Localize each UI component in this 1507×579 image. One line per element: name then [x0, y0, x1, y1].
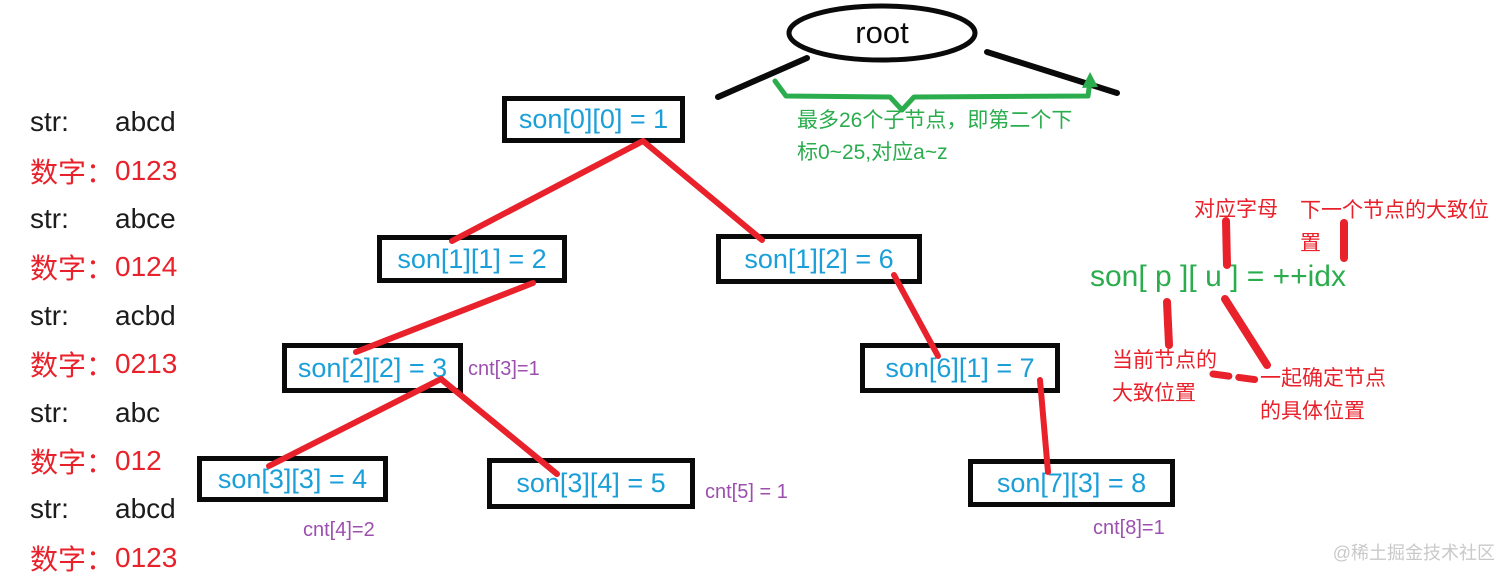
word-list-label: 数字： [30, 253, 115, 285]
word-list-value: acbd [115, 299, 176, 331]
word-list-value: abcd [115, 493, 176, 525]
pointer-dash-link [1209, 370, 1262, 384]
word-list-row: str: abce [30, 195, 177, 243]
cnt-label-3: cnt[3]=1 [468, 358, 540, 380]
trie-node-8: son[7][3] = 8 [968, 459, 1175, 507]
trie-node-5: son[3][4] = 5 [487, 458, 695, 509]
note-corresponding-letter: 对应字母 [1194, 198, 1278, 221]
word-list-row: str: abc [30, 388, 177, 436]
word-list-value: 0123 [115, 154, 178, 186]
pointer-u-to-determine [1221, 295, 1271, 369]
cnt-label-8: cnt[8]=1 [1093, 517, 1165, 539]
word-list-value: abcd [115, 106, 176, 138]
word-list-label: str: [30, 106, 69, 138]
word-list-value: abc [115, 396, 161, 428]
root-branch-line-left [715, 55, 810, 100]
word-list-label: str: [30, 299, 69, 331]
children-brace-arrowhead [1082, 72, 1098, 88]
word-list-label: str: [30, 202, 69, 234]
word-list-row: 数字：0123 [30, 146, 177, 194]
trie-node-3: son[2][2] = 3 [282, 343, 463, 393]
root-node-label: root [855, 15, 909, 50]
cnt-label-5: cnt[5] = 1 [705, 481, 788, 503]
note-next-node-position: 下一个节点的大致位置 [1300, 199, 1489, 255]
note-current-node-position: 当前节点的 大致位置 [1112, 349, 1217, 405]
word-list-value: abce [115, 202, 176, 234]
word-list: str:abcd 数字：0123 str:abce 数字：0124 str:ac… [30, 98, 177, 579]
root-branch-line-right [984, 49, 1120, 96]
formula-text: son[ p ][ u ] = ++idx [1090, 260, 1346, 293]
tree-edge-1-6 [640, 138, 765, 243]
word-list-value: 012 [115, 444, 162, 476]
trie-node-6: son[1][2] = 6 [716, 234, 922, 284]
tree-edge-2-3 [353, 280, 536, 355]
word-list-label: 数字： [30, 156, 115, 188]
word-list-row: str: abcd [30, 485, 177, 533]
word-list-label: 数字： [30, 350, 115, 382]
word-list-value: 0124 [115, 251, 178, 283]
pointer-p-to-current [1163, 298, 1173, 349]
word-list-row: 数字：0124 [30, 243, 177, 291]
word-list-label: 数字： [30, 446, 115, 478]
trie-node-7: son[6][1] = 7 [860, 343, 1060, 393]
word-list-value: 0123 [115, 541, 178, 573]
trie-node-1: son[0][0] = 1 [502, 96, 685, 143]
word-list-row: str: acbd [30, 292, 177, 340]
word-list-row: 数字：012 [30, 437, 177, 485]
word-list-row: str: abcd [30, 98, 177, 146]
cnt-label-4: cnt[4]=2 [303, 519, 375, 541]
trie-node-2: son[1][1] = 2 [377, 235, 567, 283]
watermark: @稀土掘金技术社区 [1332, 543, 1495, 563]
children-count-note: 最多26个子节点，即第二个下 标0~25,对应a~z [797, 109, 1073, 164]
word-list-row: 数字：0213 [30, 340, 177, 388]
word-list-label: str: [30, 396, 69, 428]
tree-edge-1-2 [449, 138, 646, 244]
word-list-value: 0213 [115, 348, 178, 380]
trie-node-4: son[3][3] = 4 [197, 456, 388, 502]
pointer-letter-to-u [1222, 217, 1231, 269]
word-list-row: 数字：0123 [30, 534, 177, 579]
word-list-label: 数字： [30, 543, 115, 575]
word-list-label: str: [30, 493, 69, 525]
note-determine-position: 一起确定节点 的具体位置 [1260, 367, 1386, 423]
